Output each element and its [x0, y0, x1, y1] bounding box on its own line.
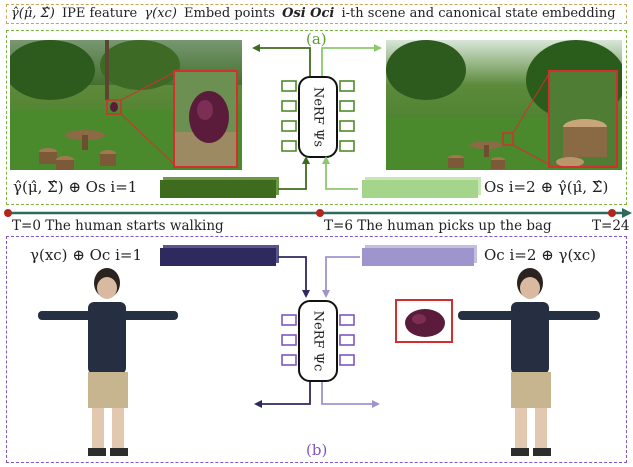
- bag-zoom-inset-left: [173, 70, 238, 168]
- legend: γ̂(μ̂, Σ̂) IPE feature γ(xc) Embed point…: [6, 4, 627, 24]
- nerf-scene-network: NeRF Ψs: [298, 76, 338, 158]
- panel-a: [6, 30, 627, 205]
- canonical-formula-left: γ(xc) ⊕ Oc i=1: [30, 246, 143, 264]
- bag-inset: [395, 299, 453, 343]
- legend-state-label: i-th scene and canonical state embedding: [341, 6, 616, 21]
- canonical-embedding-bar-right: [362, 248, 474, 266]
- scene-formula-right: Os i=2 ⊕ γ̂(μ̂, Σ̂): [484, 178, 609, 196]
- stump-zoom-inset-right: [548, 70, 618, 168]
- timeline-t24-label: T=24: [592, 218, 630, 234]
- panel-a-label: (a): [306, 30, 327, 48]
- panel-b-label: (b): [306, 441, 328, 459]
- timeline-t6-label: T=6 The human picks up the bag: [324, 218, 552, 234]
- scene-formula-left: γ̂(μ̂, Σ̂) ⊕ Os i=1: [13, 178, 138, 196]
- legend-ipe-symbol: γ̂(μ̂, Σ̂): [11, 6, 55, 21]
- nerf-canonical-network: NeRF Ψc: [298, 300, 338, 382]
- scene-embedding-bar-right: [362, 180, 478, 198]
- legend-embed-label: Embed points: [184, 6, 275, 21]
- canonical-formula-right: Oc i=2 ⊕ γ(xc): [484, 246, 597, 264]
- legend-state-symbol: Osi Oci: [282, 6, 335, 21]
- scene-embedding-bar-left: [160, 180, 276, 198]
- legend-ipe-label: IPE feature: [61, 6, 138, 21]
- legend-embed-symbol: γ(xc): [144, 6, 177, 21]
- timeline-t0-label: T=0 The human starts walking: [12, 218, 224, 234]
- panel-b: [6, 236, 627, 463]
- canonical-embedding-bar-left: [160, 248, 276, 266]
